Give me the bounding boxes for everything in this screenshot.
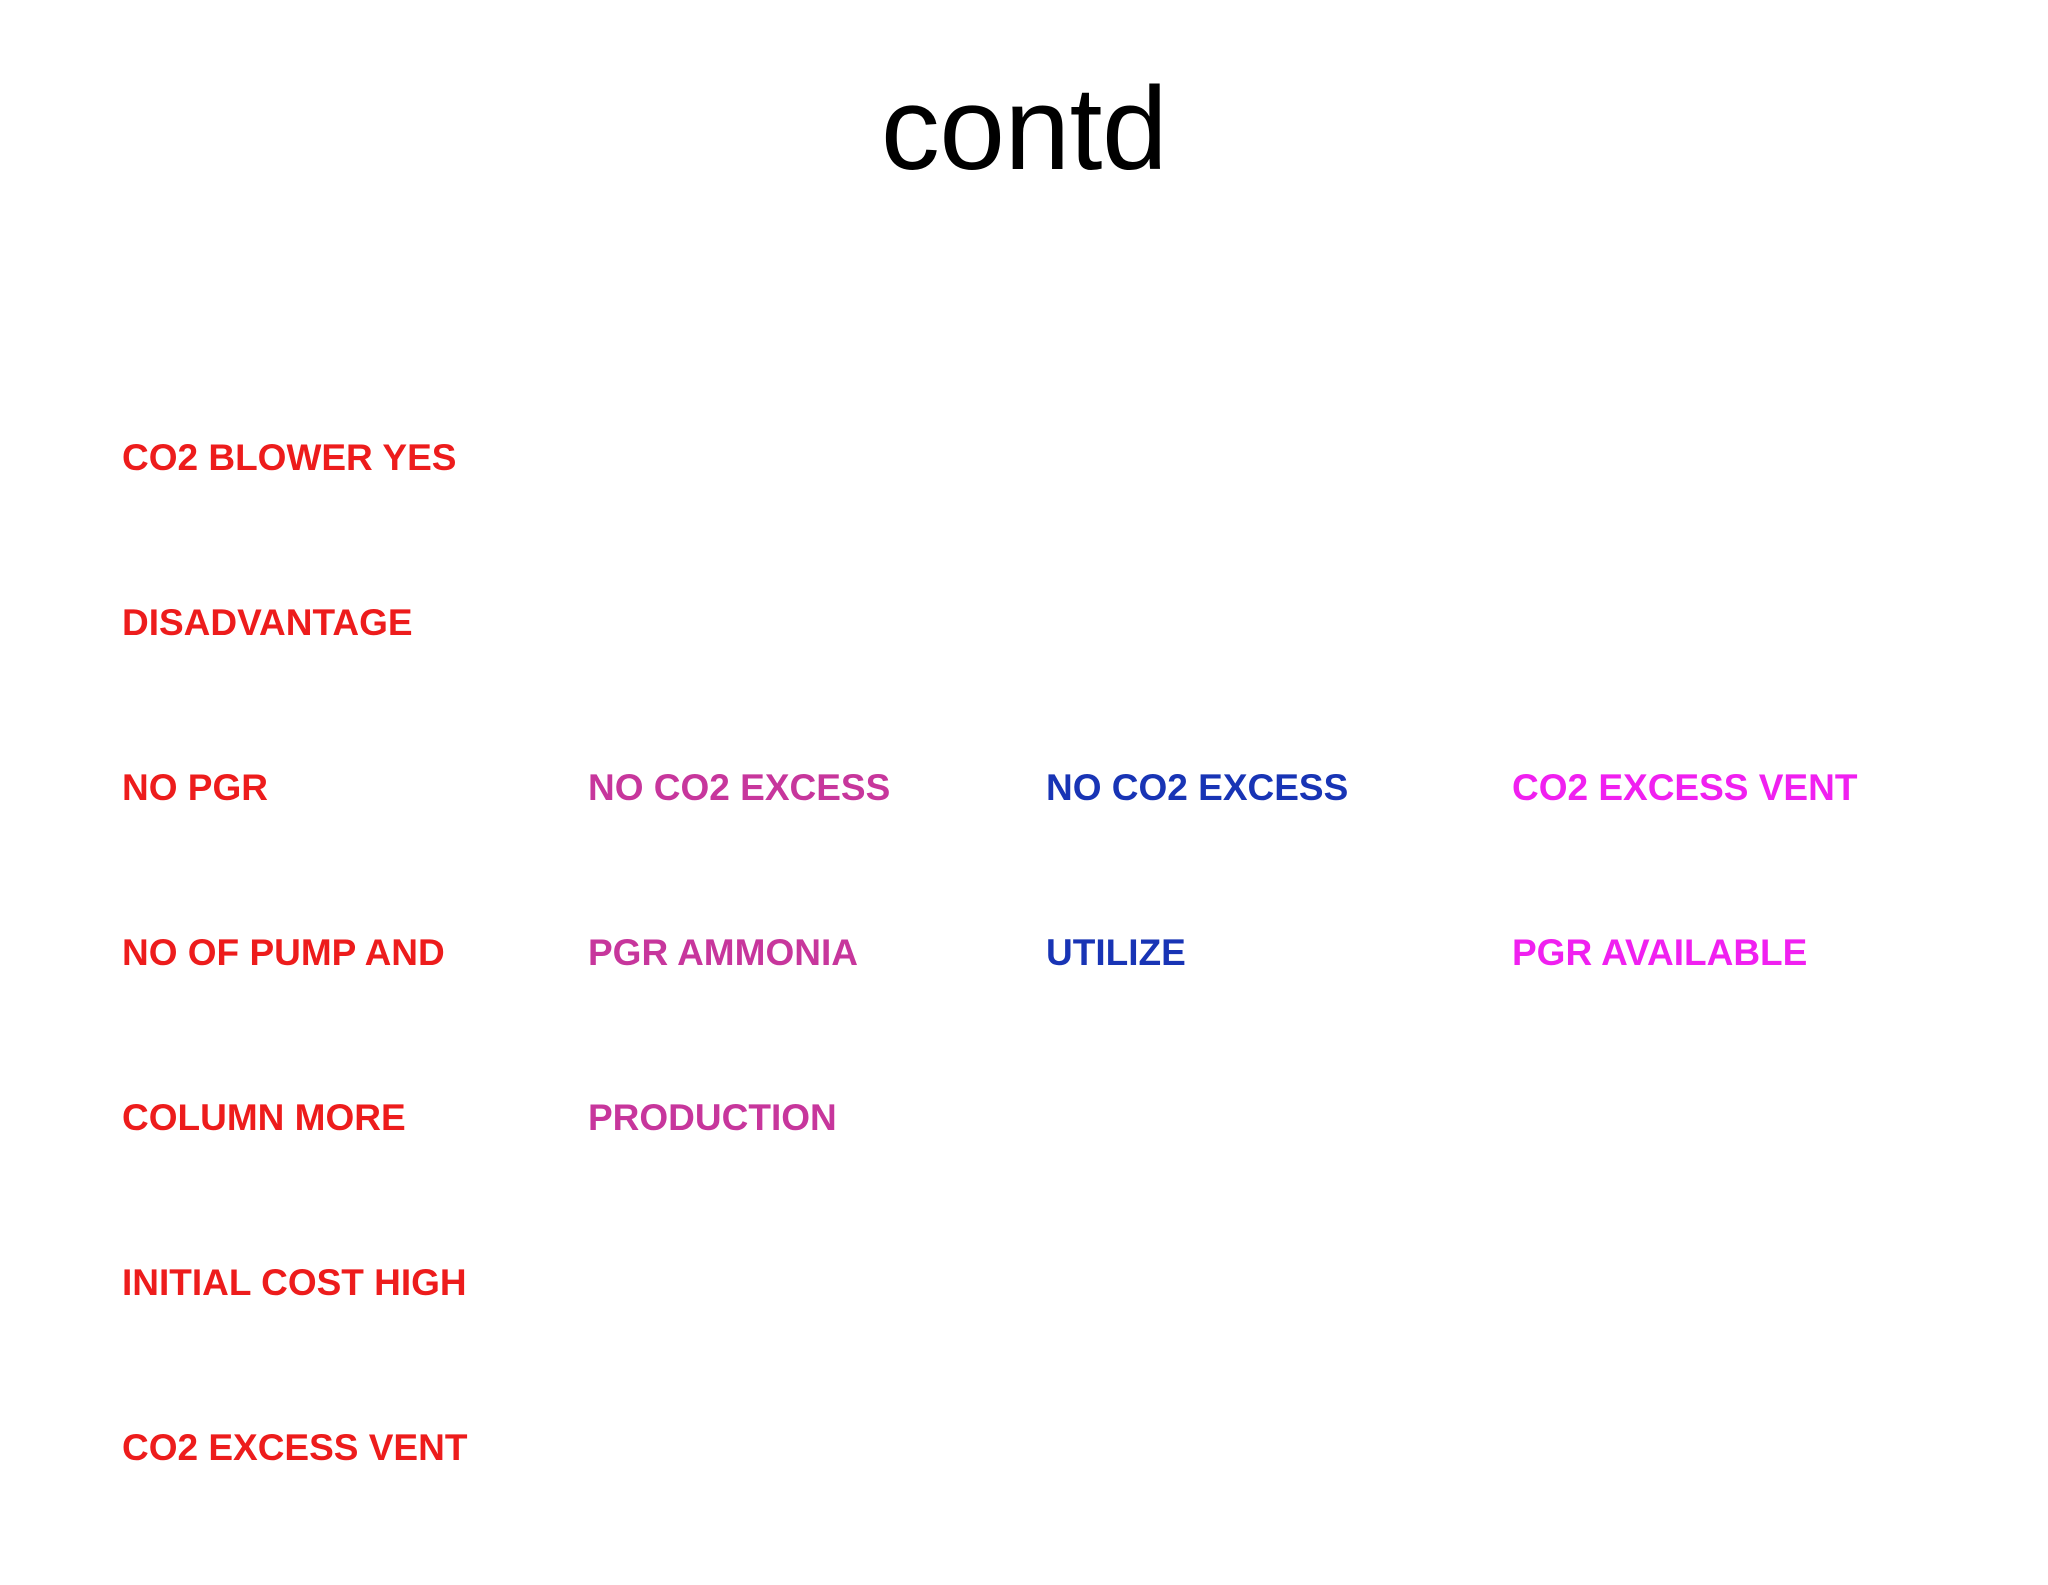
text-line: PRODUCTION: [588, 1097, 837, 1138]
text-line: NO PGR: [122, 767, 268, 808]
text-line: UTILIZE: [1046, 932, 1186, 973]
text-column-pink: NO CO2 EXCESS PGR AMMONIA PRODUCTION: [588, 650, 890, 1255]
text-column-blue: NO CO2 EXCESS UTILIZE: [1046, 650, 1348, 1090]
text-line: CO2 EXCESS VENT: [122, 1427, 468, 1468]
text-line: NO CO2 EXCESS: [1046, 767, 1349, 808]
text-line: DISADVANTAGE: [122, 602, 413, 643]
page-title: contd: [880, 63, 1168, 195]
text-line: PGR AVAILABLE: [1512, 932, 1808, 973]
text-line: CO2 EXCESS VENT: [1512, 767, 1858, 808]
text-line: PGR AMMONIA: [588, 932, 858, 973]
text-line: NO CO2 EXCESS: [588, 767, 891, 808]
slide-canvas: contd CO2 BLOWER YES DISADVANTAGE NO PGR…: [122, 63, 1858, 1468]
text-column-red: CO2 BLOWER YES DISADVANTAGE NO PGR NO OF…: [122, 320, 467, 1585]
text-line: COLUMN MORE: [122, 1097, 406, 1138]
text-line: NO OF PUMP AND: [122, 932, 445, 973]
text-column-magenta: CO2 EXCESS VENT PGR AVAILABLE: [1512, 650, 1857, 1090]
text-line: INITIAL COST HIGH: [122, 1262, 467, 1303]
text-line: CO2 BLOWER YES: [122, 437, 457, 478]
